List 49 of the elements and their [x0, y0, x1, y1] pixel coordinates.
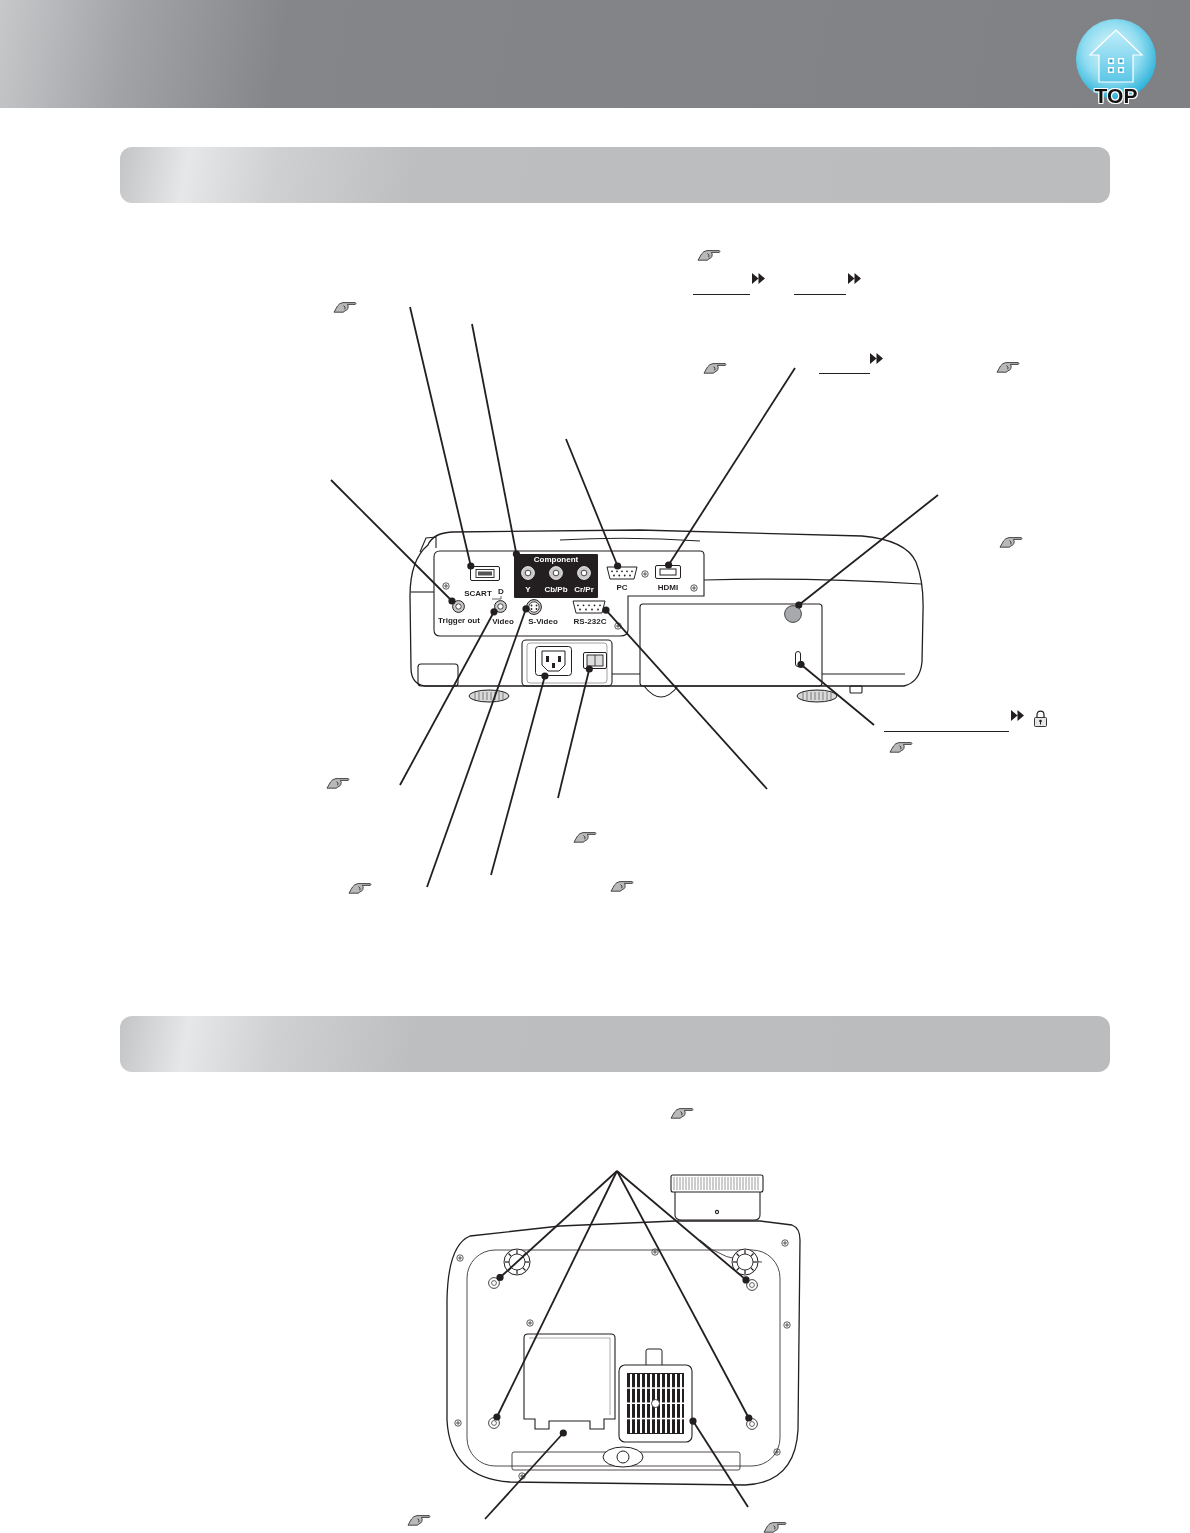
- jack-socket: [452, 600, 465, 613]
- hdmi-port: [655, 565, 681, 579]
- d-sub-port: [606, 566, 638, 580]
- port-label: RS-232C: [573, 617, 607, 626]
- port-label: D: [498, 587, 504, 596]
- screw-hole: [488, 1277, 500, 1289]
- leader-line: [493, 1170, 618, 1421]
- leader-line: [795, 494, 939, 609]
- sensor-window: [784, 605, 802, 623]
- leader-line: [689, 1417, 749, 1508]
- jack-panel: [514, 554, 598, 598]
- screw-hole: [746, 1418, 758, 1430]
- port-label: PC: [616, 583, 628, 592]
- leader-line: [490, 672, 549, 876]
- security-slot: [795, 651, 801, 667]
- leader-line: [409, 306, 475, 570]
- panel-heading: Component: [533, 555, 579, 564]
- top-link: TOP: [1074, 18, 1158, 110]
- port-label: SCART: [464, 589, 492, 598]
- leader-line: [616, 1170, 753, 1422]
- d-sub-port: [572, 600, 606, 614]
- jack-label: Y: [525, 585, 531, 594]
- leader-line: [330, 479, 456, 605]
- power-switch: [583, 652, 607, 669]
- port-label: Video: [492, 617, 514, 626]
- lamp-cover: [523, 1333, 616, 1433]
- leader-line: [399, 608, 498, 786]
- leader-line: [797, 660, 875, 726]
- port-label: S-Video: [528, 617, 558, 626]
- jack-socket: [494, 600, 507, 613]
- screw-hole: [746, 1279, 758, 1291]
- port-label: HDMI: [657, 583, 679, 592]
- leader-line: [616, 1170, 750, 1284]
- leader-line: [484, 1429, 567, 1520]
- leader-line: [665, 367, 796, 569]
- leader-line: [426, 605, 530, 888]
- leader-line: [496, 1170, 618, 1282]
- leader-line: [602, 606, 768, 790]
- jack-label: Cb/Pb: [544, 585, 568, 594]
- leader-line: [565, 438, 622, 570]
- leader-line: [471, 323, 520, 558]
- air-filter-cover: [618, 1348, 693, 1443]
- connector-port: [470, 566, 500, 581]
- mini-din-socket: [526, 599, 542, 615]
- leader-line: [557, 665, 593, 799]
- jack-label: Cr/Pr: [574, 585, 594, 594]
- screw-hole: [488, 1417, 500, 1429]
- port-label: Trigger out: [438, 616, 480, 625]
- power-inlet: [535, 646, 572, 676]
